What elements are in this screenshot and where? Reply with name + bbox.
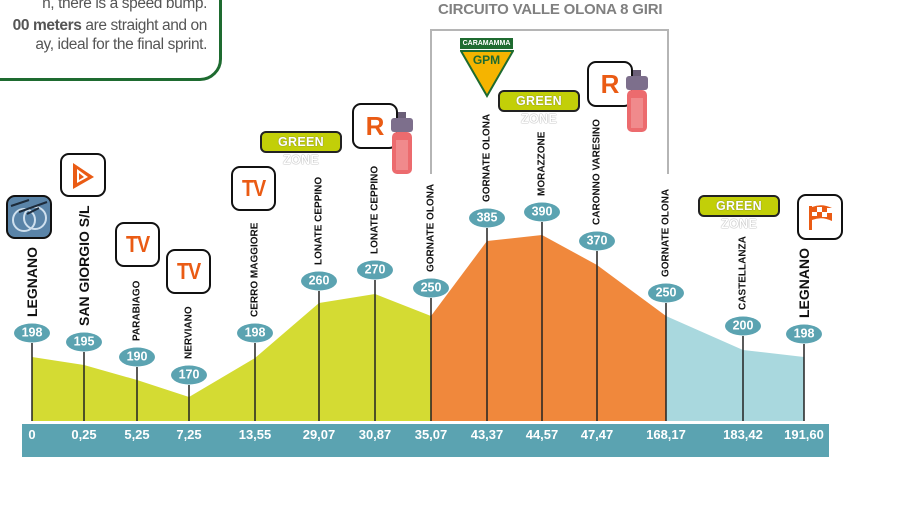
km-label: 7,25 — [176, 427, 202, 442]
altitude-badge: 260 — [301, 271, 337, 291]
km-label: 13,55 — [238, 427, 272, 442]
altitude-badge: 385 — [469, 208, 505, 228]
distance-bar — [22, 424, 829, 457]
info-line-3: ay, ideal for the final sprint. — [35, 36, 207, 53]
altitude-badge: 198 — [786, 324, 822, 344]
km-label: 191,60 — [784, 427, 824, 442]
info-box: n, there is a speed bump. 00 meters are … — [0, 0, 222, 81]
km-label: 35,07 — [414, 427, 448, 442]
green-zone-icon: GREEN ZONE — [260, 131, 342, 167]
km-label: 5,25 — [124, 427, 150, 442]
finish-flag-icon — [797, 194, 843, 240]
info-line-2: 00 meters are straight and on — [12, 17, 208, 35]
refuel-bottle-icon — [626, 70, 648, 132]
altitude-badge: 370 — [579, 231, 615, 251]
refuel-bottle-icon — [391, 112, 413, 174]
green-zone-icon: GREEN ZONE — [698, 195, 780, 231]
profile-segment-finale — [666, 316, 804, 421]
circuit-bracket — [430, 29, 669, 174]
town-label: GORNATE OLONA — [481, 113, 493, 202]
km-label: 0 — [28, 427, 36, 442]
town-label: LEGNANO — [796, 248, 812, 318]
intermediate-sprint-icon — [60, 153, 106, 197]
town-label: LEGNANO — [24, 247, 40, 317]
altitude-badge: 190 — [119, 347, 155, 367]
km-label: 47,47 — [580, 427, 614, 442]
town-label: LONATE CEPPINO — [313, 176, 325, 265]
altitude-badge: 198 — [237, 323, 273, 343]
km-label: 43,37 — [470, 427, 504, 442]
town-label: PARABIAGO — [131, 280, 143, 341]
tv-label: TV — [241, 175, 266, 201]
town-label: CARONNO VARESINO — [591, 119, 603, 225]
altitude-badge: 198 — [14, 323, 50, 343]
gpm-label: GPM — [472, 53, 501, 67]
tv-label: TV — [176, 258, 201, 284]
tv-icon: TV — [115, 222, 160, 267]
circuit-title: CIRCUITO VALLE OLONA 8 GIRI — [438, 1, 663, 18]
km-label: 183,42 — [723, 427, 763, 442]
town-label: GORNATE OLONA — [425, 183, 437, 272]
km-label: 0,25 — [71, 427, 97, 442]
info-line-1: n, there is a speed bump. — [42, 0, 207, 12]
altitude-badge: 250 — [648, 283, 684, 303]
tv-icon: TV — [166, 249, 211, 294]
sprint-arrow-graphic — [73, 163, 94, 189]
altitude-badge: 195 — [66, 332, 102, 352]
info-line-2-rest: are straight and on — [81, 17, 207, 34]
gpm-triangle-icon — [460, 50, 514, 98]
town-label: CASTELLANZA — [737, 236, 749, 310]
tv-label: TV — [125, 231, 150, 257]
altitude-badge: 390 — [524, 202, 560, 222]
start-icon — [6, 195, 52, 239]
town-label: CERRO MAGGIORE — [249, 222, 261, 317]
tv-icon: TV — [231, 166, 276, 211]
refuel-label: R — [365, 110, 385, 141]
town-label: MORAZZONE — [536, 131, 548, 196]
km-label: 44,57 — [525, 427, 559, 442]
gpm-sponsor: CARAMAMMA — [460, 38, 513, 49]
km-label: 168,17 — [646, 427, 686, 442]
altitude-badge: 200 — [725, 316, 761, 336]
start-icon-graphic — [10, 199, 48, 232]
town-label: NERVIANO — [183, 306, 195, 359]
altitude-badge: 250 — [413, 278, 449, 298]
town-label: SAN GIORGIO S/L — [76, 205, 92, 326]
town-label: LONATE CEPPINO — [369, 165, 381, 254]
profile-segment-approach — [32, 294, 431, 421]
info-line-2-bold: 00 meters — [12, 17, 82, 34]
checkered-flag-graphic — [809, 205, 832, 230]
profile-segment-circuit — [431, 235, 666, 421]
km-label: 29,07 — [302, 427, 336, 442]
altitude-badge: 170 — [171, 365, 207, 385]
refuel-label: R — [600, 68, 620, 99]
km-label: 30,87 — [358, 427, 392, 442]
refuel-icon: R — [587, 61, 633, 107]
refuel-icon: R — [352, 103, 398, 149]
town-label: GORNATE OLONA — [660, 188, 672, 277]
altitude-badge: 270 — [357, 260, 393, 280]
green-zone-icon: GREEN ZONE — [498, 90, 580, 126]
